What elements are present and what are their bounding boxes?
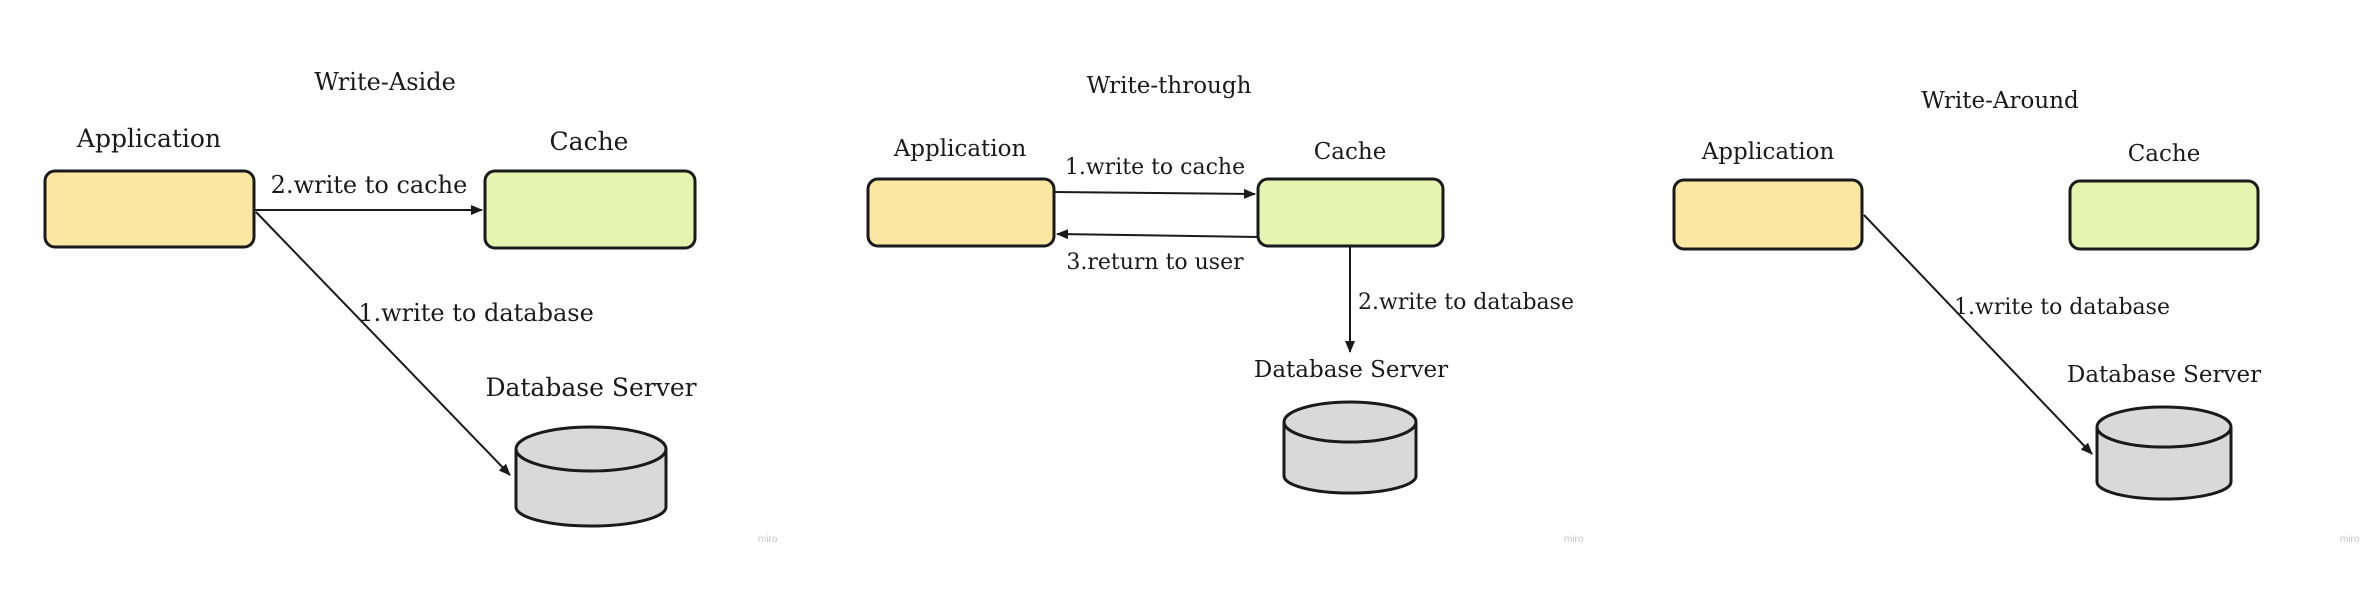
watermark: miro — [1564, 534, 1584, 545]
watermark: miro — [758, 534, 778, 545]
database-cylinder — [1282, 400, 1418, 495]
arrow-cache-to-app — [1056, 229, 1259, 240]
watermark: miro — [2340, 534, 2360, 545]
arrow-app-to-db-label: 1.write to database — [358, 299, 594, 327]
cache-label: Cache — [550, 127, 629, 156]
arrow-app-to-db — [255, 211, 511, 476]
arrow-app-to-db-label: 1.write to database — [1954, 295, 2170, 320]
arrow-cache-to-db-label: 2.write to database — [1358, 290, 1574, 315]
panel-write-around: Write-Around Application Cache 1.write t… — [1672, 88, 2360, 545]
cache-label: Cache — [1314, 139, 1387, 165]
database-label: Database Server — [2067, 362, 2261, 388]
application-label: Application — [1701, 139, 1835, 165]
arrow-cache-to-app-label: 3.return to user — [1066, 250, 1244, 275]
arrow-app-to-db — [1863, 214, 2093, 455]
cache-box — [1256, 177, 1445, 248]
database-cylinder — [514, 425, 668, 528]
application-label: Application — [893, 136, 1027, 162]
panel-write-aside: Write-Aside Application Cache 2.write to… — [43, 68, 778, 545]
database-label: Database Server — [485, 373, 696, 402]
cache-box — [2068, 179, 2260, 251]
application-box — [1672, 178, 1864, 251]
arrow-app-to-cache-label: 2.write to cache — [271, 171, 468, 199]
panel-write-through: Write-through Application Cache 1.write … — [866, 73, 1584, 545]
database-cylinder — [2095, 405, 2233, 501]
panel-title: Write-Aside — [314, 68, 456, 96]
application-box — [43, 169, 256, 249]
arrow-app-to-cache-label: 1.write to cache — [1065, 155, 1245, 180]
database-label: Database Server — [1254, 357, 1448, 383]
cache-box — [483, 169, 697, 250]
application-box — [866, 177, 1056, 248]
arrow-app-to-cache — [1053, 188, 1256, 199]
application-label: Application — [76, 124, 221, 153]
cache-label: Cache — [2128, 141, 2201, 167]
panel-title: Write-Around — [1921, 88, 2079, 114]
panel-title: Write-through — [1087, 73, 1252, 99]
